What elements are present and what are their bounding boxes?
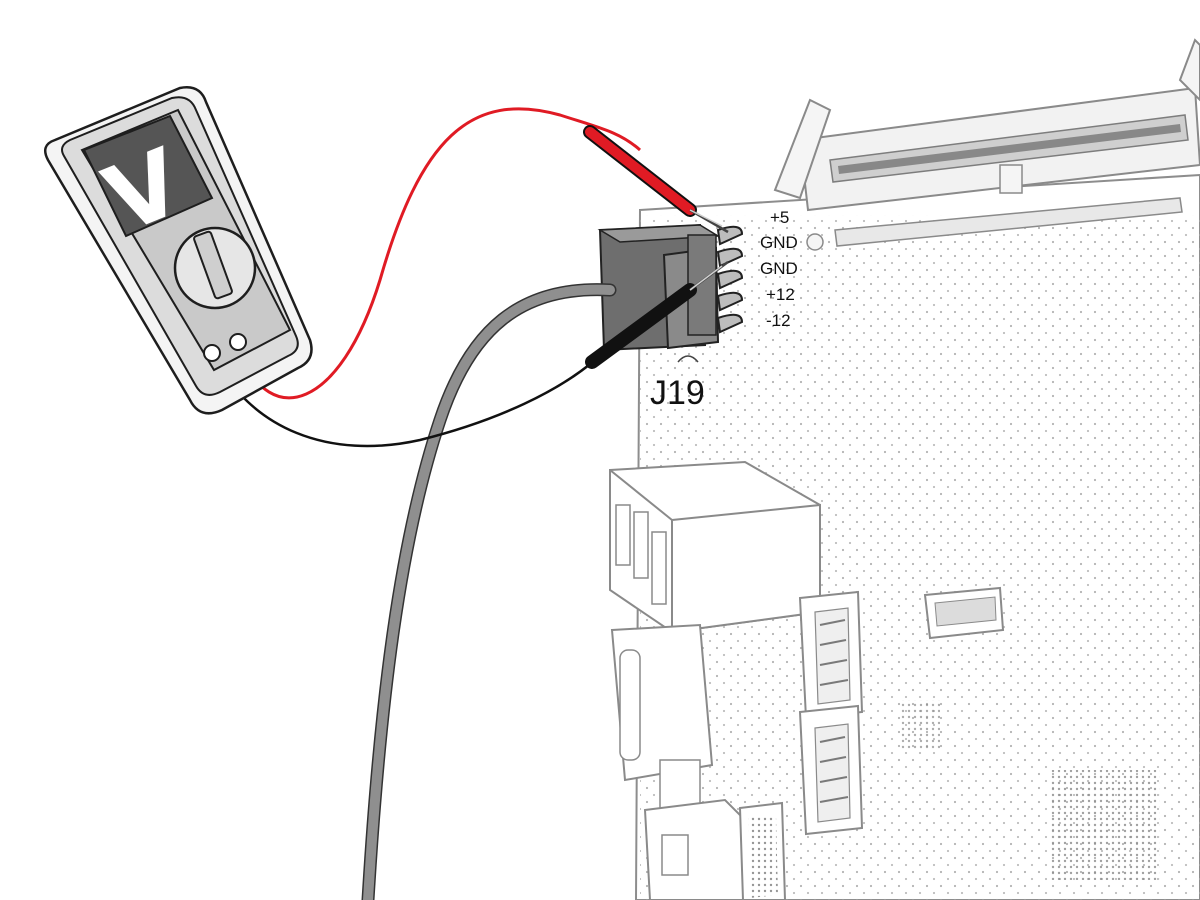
connector-reference-label: J19 — [650, 374, 705, 412]
header-upper — [798, 590, 864, 720]
pin-label: +12 — [766, 285, 795, 304]
j19-connector — [597, 223, 744, 363]
pin-headers — [738, 586, 1005, 900]
probe-jacks — [203, 333, 247, 362]
header-lower — [798, 704, 864, 836]
edge-connector — [773, 38, 1200, 251]
pin-label: -12 — [766, 311, 791, 330]
multimeter-icon: V — [43, 86, 313, 415]
black-test-lead — [210, 260, 729, 448]
header-bottom — [738, 801, 787, 900]
header-mid — [923, 586, 1005, 640]
rj-jack-block — [609, 460, 821, 634]
pin-label-list: +5 GND GND +12 -12 — [760, 208, 798, 330]
red-test-lead — [238, 107, 729, 400]
pin-label: +5 — [770, 208, 789, 227]
pin-label: GND — [760, 259, 798, 278]
meter-display: V — [82, 114, 214, 254]
selector-dial — [173, 226, 257, 310]
circuit-board — [634, 173, 1200, 900]
harness-cable — [361, 283, 617, 900]
bottom-jack — [643, 798, 746, 900]
pin-label: GND — [760, 233, 798, 252]
dsub-connector — [610, 623, 714, 821]
connector-pins — [716, 225, 744, 334]
